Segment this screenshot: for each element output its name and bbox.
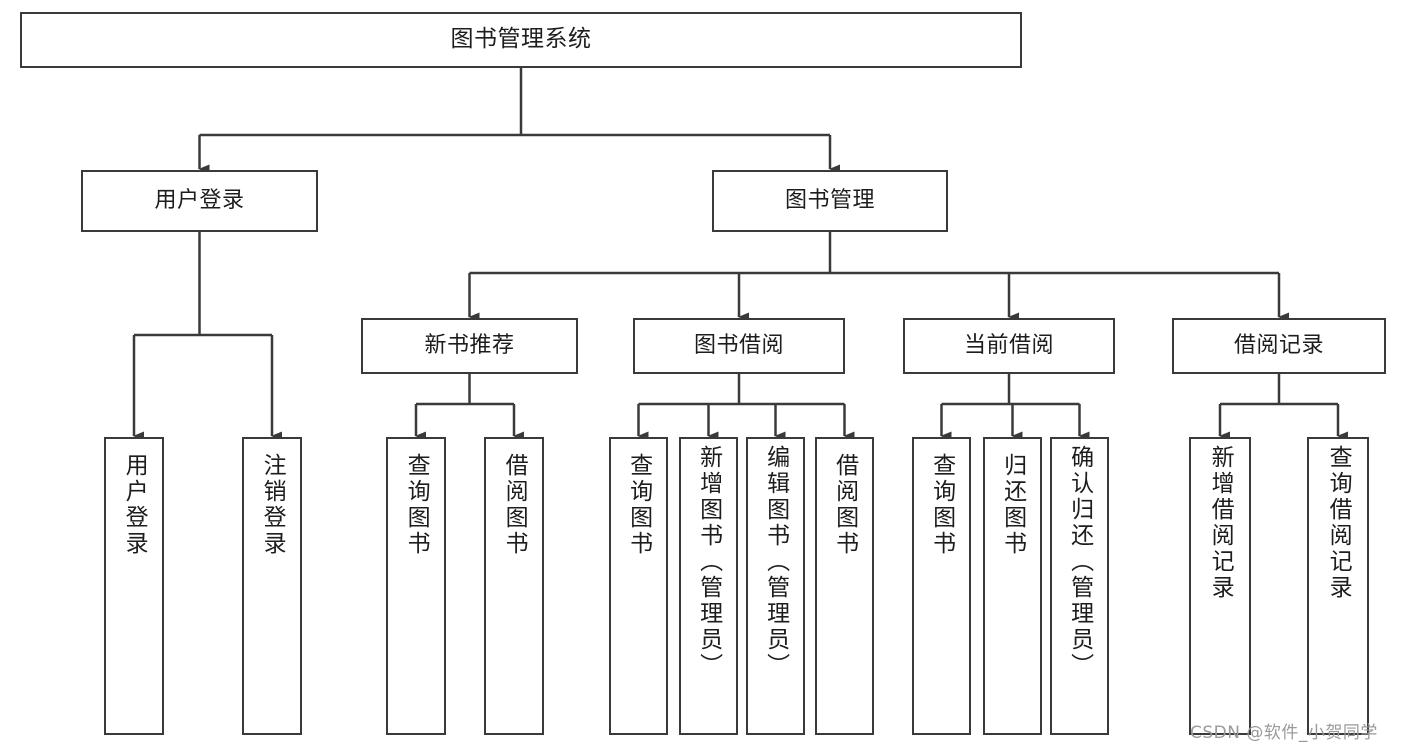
node-label: 图书借阅 (693, 332, 784, 358)
node-leaf-return-book[interactable]: 归还图书 (983, 437, 1042, 735)
node-label: 借阅图书 (831, 453, 858, 557)
node-leaf-query-book-3[interactable]: 查询图书 (912, 437, 971, 735)
node-borrow-record[interactable]: 借阅记录 (1172, 318, 1386, 374)
node-label: 新增图书（管理员） (695, 445, 722, 679)
node-label: 查询图书 (928, 453, 955, 557)
node-label: 查询图书 (403, 453, 430, 557)
node-label: 当前借阅 (963, 332, 1054, 358)
node-user-login[interactable]: 用户登录 (81, 170, 318, 232)
node-new-book-rec[interactable]: 新书推荐 (361, 318, 578, 374)
node-leaf-user-logout[interactable]: 注销登录 (242, 437, 302, 735)
node-label: 借阅记录 (1233, 332, 1324, 358)
node-leaf-query-book-2[interactable]: 查询图书 (609, 437, 668, 735)
node-leaf-confirm-return[interactable]: 确认归还（管理员） (1050, 437, 1109, 735)
csdn-watermark: CSDN @软件_小贺同学 (1190, 723, 1378, 743)
node-leaf-add-book[interactable]: 新增图书（管理员） (679, 437, 738, 735)
node-leaf-add-record[interactable]: 新增借阅记录 (1189, 437, 1251, 735)
node-leaf-query-book-1[interactable]: 查询图书 (386, 437, 446, 735)
node-label: 查询图书 (625, 453, 652, 557)
node-label: 借阅图书 (501, 453, 528, 557)
node-label: 新书推荐 (424, 332, 515, 358)
node-label: 新增借阅记录 (1207, 445, 1234, 601)
node-label: 确认归还（管理员） (1066, 445, 1093, 679)
node-leaf-borrow-book-1[interactable]: 借阅图书 (484, 437, 544, 735)
node-leaf-borrow-book-2[interactable]: 借阅图书 (815, 437, 874, 735)
node-label: 用户登录 (121, 453, 148, 557)
node-root[interactable]: 图书管理系统 (20, 12, 1022, 68)
node-book-manage[interactable]: 图书管理 (712, 170, 948, 232)
node-label: 图书管理系统 (450, 26, 592, 53)
node-label: 图书管理 (784, 187, 875, 213)
node-leaf-user-login[interactable]: 用户登录 (104, 437, 164, 735)
node-book-borrow[interactable]: 图书借阅 (633, 318, 845, 374)
node-label: 注销登录 (259, 453, 286, 557)
node-leaf-query-record[interactable]: 查询借阅记录 (1307, 437, 1369, 735)
node-label: 用户登录 (154, 187, 245, 213)
node-label: 查询借阅记录 (1325, 445, 1352, 601)
node-current-borrow[interactable]: 当前借阅 (903, 318, 1115, 374)
node-label: 编辑图书（管理员） (762, 445, 789, 679)
node-label: 归还图书 (999, 453, 1026, 557)
node-leaf-edit-book[interactable]: 编辑图书（管理员） (746, 437, 805, 735)
